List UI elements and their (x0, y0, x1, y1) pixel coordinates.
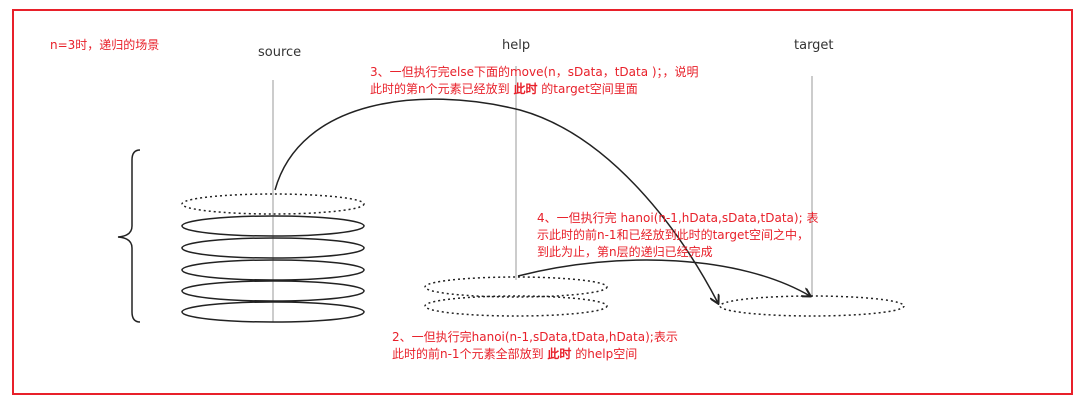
source-top-disk-moved (181, 193, 365, 215)
note-step3-line1: 3、一但执行完else下面的move(n，sData，tData )；，说明 (370, 65, 699, 79)
help-disk (424, 276, 608, 298)
diagram-title: n=3时，递归的场景 (50, 38, 160, 52)
source-disk (181, 237, 365, 259)
source-disk (181, 280, 365, 302)
source-label: source (258, 45, 302, 60)
target-disk (719, 295, 905, 317)
note-step3-line2: 此时的第n个元素已经放到 此时 的target空间里面 (370, 82, 638, 96)
source-disk (181, 215, 365, 237)
move-arrow-source-to-target (274, 98, 718, 303)
note-step2-line1: 2、一但执行完hanoi(n-1,sData,tData,hData);表示 (392, 330, 678, 344)
disk-group-brace (117, 149, 141, 323)
diagram-frame (12, 9, 1073, 395)
note-step3: 3、一但执行完else下面的move(n，sData，tData )；，说明 此… (370, 64, 699, 98)
note-step2-line2: 此时的前n-1个元素全部放到 此时 的help空间 (392, 347, 638, 361)
note-step4-line2: 示此时的前n-1和已经放到此时的target空间之中， (537, 228, 810, 242)
note-step4-line3: 到此为止，第n层的递归已经完成 (537, 245, 713, 259)
help-label: help (502, 38, 531, 53)
help-disk (424, 295, 608, 317)
source-disk (181, 301, 365, 323)
move-arrow-help-to-target (517, 259, 810, 296)
note-step2: 2、一但执行完hanoi(n-1,sData,tData,hData);表示 此… (392, 329, 678, 363)
source-disk (181, 259, 365, 281)
target-label: target (794, 38, 834, 53)
note-step4: 4、一但执行完 hanoi(n-1,hData,sData,tData); 表 … (537, 210, 818, 261)
note-step4-line1: 4、一但执行完 hanoi(n-1,hData,sData,tData); 表 (537, 211, 819, 225)
